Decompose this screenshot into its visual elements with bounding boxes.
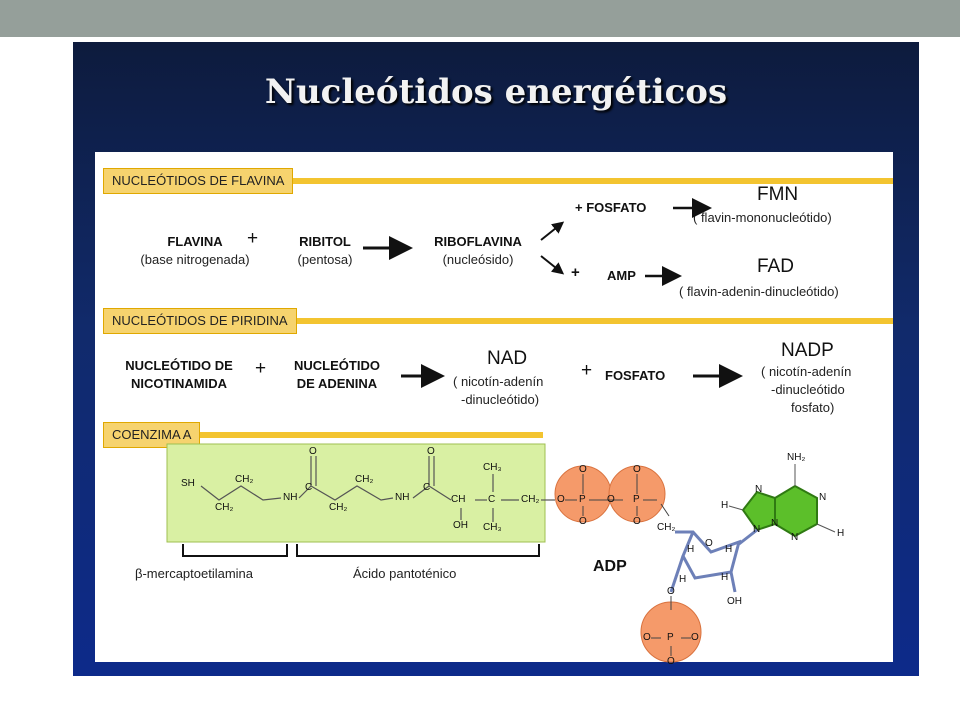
atom-ch2-b: CH₂ bbox=[235, 474, 254, 485]
atom-c-center: C bbox=[488, 494, 496, 505]
atom-h-ring1: H bbox=[721, 500, 729, 511]
atom-h1: H bbox=[687, 544, 695, 555]
ribose-ring bbox=[669, 530, 742, 593]
slide: Nucleótidos energéticos NUCLEÓTIDOS DE F… bbox=[73, 42, 919, 676]
arrow-to-amp bbox=[540, 255, 565, 275]
section-header-piridina: NUCLEÓTIDOS DE PIRIDINA bbox=[103, 308, 297, 334]
section-header-flavina: NUCLEÓTIDOS DE FLAVINA bbox=[103, 168, 294, 194]
atom-o7: O bbox=[691, 632, 699, 643]
atom-h-ring2: H bbox=[837, 528, 845, 539]
atom-h3: H bbox=[679, 574, 687, 585]
ribitol-sub: (pentosa) bbox=[297, 252, 353, 267]
atom-ch2-sugar: CH₂ bbox=[657, 522, 676, 533]
adenina-line1: NUCLEÓTIDO bbox=[294, 358, 380, 373]
atom-oh-sugar: OH bbox=[727, 596, 742, 607]
phosphate-bonds bbox=[565, 474, 691, 656]
atom-n4: N bbox=[791, 532, 799, 543]
atom-n5: N bbox=[771, 518, 779, 529]
section-header-coenzima: COENZIMA A bbox=[103, 422, 201, 448]
nad-sub1: ( nicotín-adenín bbox=[453, 374, 544, 389]
atom-p2: P bbox=[633, 494, 640, 505]
plus-sign-3: + bbox=[255, 358, 267, 379]
nadp-label: NADP bbox=[781, 340, 834, 361]
atom-ch2-d: CH₂ bbox=[355, 474, 374, 485]
nicotinamida-line1: NUCLEÓTIDO DE bbox=[125, 358, 233, 373]
fad-label: FAD bbox=[757, 256, 794, 277]
mercaptoetilamina-label: β-mercaptoetilamina bbox=[135, 566, 254, 581]
atom-o2: O bbox=[579, 516, 587, 527]
ribitol-label: RIBITOL bbox=[299, 234, 351, 249]
atom-ch3-bottom: CH₃ bbox=[483, 522, 502, 533]
adp-label: ADP bbox=[593, 558, 627, 575]
adenine-ring bbox=[728, 464, 836, 546]
plus-fosfato-label: + FOSFATO bbox=[575, 200, 647, 215]
atom-nh2: NH₂ bbox=[787, 452, 806, 463]
atom-oh: OH bbox=[453, 520, 468, 531]
atom-n1: N bbox=[755, 484, 763, 495]
atom-c-a: C bbox=[305, 482, 313, 493]
atom-o4: O bbox=[633, 516, 641, 527]
atom-nh-a: NH bbox=[283, 492, 298, 503]
atom-ch: CH bbox=[451, 494, 466, 505]
section-bar bbox=[103, 178, 893, 184]
nad-label: NAD bbox=[487, 348, 528, 369]
atom-o3: O bbox=[633, 464, 641, 475]
fosfato-label: FOSFATO bbox=[605, 368, 666, 383]
nadp-sub1: ( nicotín-adenín bbox=[761, 364, 852, 379]
section-piridina: NUCLEÓTIDOS DE PIRIDINA bbox=[103, 308, 893, 334]
nad-sub2: -dinucleótido) bbox=[461, 392, 540, 407]
atom-o-sugar: O bbox=[705, 538, 713, 549]
atom-o5: O bbox=[667, 586, 675, 597]
flavina-label: FLAVINA bbox=[167, 234, 223, 249]
plus-sign-4: + bbox=[581, 360, 593, 381]
adenina-line2: DE ADENINA bbox=[296, 376, 378, 391]
section-coenzima: COENZIMA A bbox=[103, 422, 543, 448]
atom-ch3-top: CH₃ bbox=[483, 462, 502, 473]
nadp-sub3: fosfato) bbox=[791, 400, 835, 415]
atom-h4: H bbox=[721, 572, 729, 583]
section-bar bbox=[103, 318, 893, 324]
slide-title: Nucleótidos energéticos bbox=[264, 72, 728, 112]
section-flavina: NUCLEÓTIDOS DE FLAVINA bbox=[103, 168, 893, 194]
atom-p3: P bbox=[667, 632, 674, 643]
riboflavina-label: RIBOFLAVINA bbox=[434, 234, 522, 249]
atom-c-b: C bbox=[423, 482, 431, 493]
plus-sign-2: + bbox=[571, 264, 580, 281]
atom-n2: N bbox=[753, 524, 761, 535]
atom-nh-b: NH bbox=[395, 492, 410, 503]
nadp-sub2: -dinucleótido bbox=[771, 382, 845, 397]
atom-o1: O bbox=[579, 464, 587, 475]
diagram-graphics bbox=[166, 198, 836, 663]
atom-p1: P bbox=[579, 494, 586, 505]
riboflavina-sub: (nucleósido) bbox=[442, 252, 514, 267]
atom-h2: H bbox=[725, 544, 733, 555]
fmn-label: FMN bbox=[757, 184, 799, 205]
atom-o-b: O bbox=[427, 446, 435, 457]
atom-o-bridge: O bbox=[607, 494, 615, 505]
brackets bbox=[182, 544, 540, 557]
fmn-sub: ( flavin-mononucleótido) bbox=[693, 210, 832, 225]
arrow-to-fosfato bbox=[540, 221, 565, 241]
atom-ch2-link: CH₂ bbox=[521, 494, 540, 505]
atom-o-a: O bbox=[309, 446, 317, 457]
plus-sign: + bbox=[247, 228, 259, 249]
pantotenico-label: Ácido pantoténico bbox=[353, 566, 457, 581]
nicotinamida-line2: NICOTINAMIDA bbox=[130, 376, 228, 391]
amp-label: AMP bbox=[607, 268, 636, 283]
atom-ch2-a: CH₂ bbox=[215, 502, 234, 513]
atom-o-ring: O bbox=[557, 494, 565, 505]
top-bar bbox=[0, 0, 960, 37]
section-bar bbox=[103, 432, 543, 438]
atom-o6: O bbox=[643, 632, 651, 643]
atom-sh: SH bbox=[181, 478, 195, 489]
flavina-sub: (base nitrogenada) bbox=[140, 252, 250, 267]
atom-o8: O bbox=[667, 656, 675, 667]
atom-n3: N bbox=[819, 492, 827, 503]
chain-bonds bbox=[200, 456, 555, 522]
atom-ch2-c: CH₂ bbox=[329, 502, 348, 513]
fad-sub: ( flavin-adenin-dinucleótido) bbox=[679, 284, 839, 299]
diagram-panel: NUCLEÓTIDOS DE FLAVINA FLAVINA (base nit… bbox=[95, 152, 893, 667]
